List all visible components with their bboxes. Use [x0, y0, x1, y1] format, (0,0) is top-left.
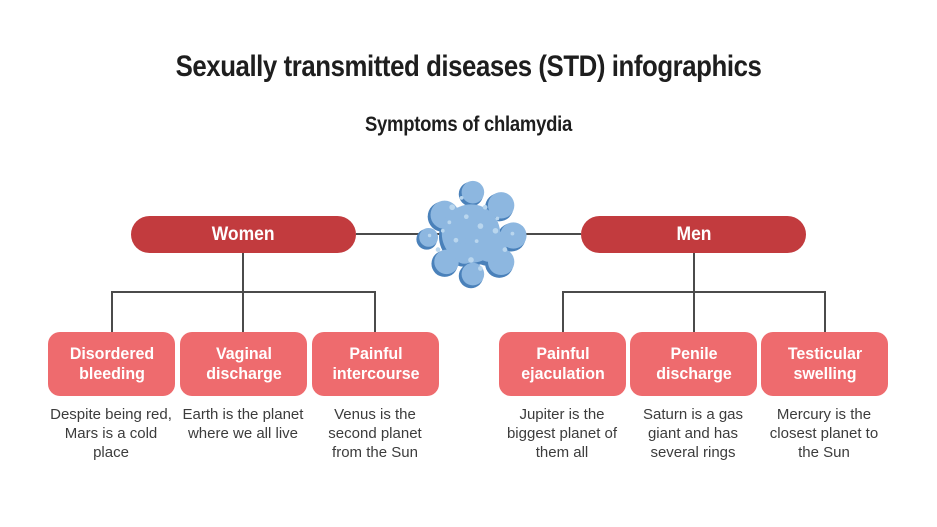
connector-men-drop-2 — [693, 291, 695, 333]
symptom-description: Despite being red, Mars is a cold place — [50, 406, 172, 462]
symptom-box-label: Vaginal discharge — [205, 343, 282, 383]
connector-men-stem — [693, 251, 695, 292]
connector-women-drop-2 — [242, 291, 244, 333]
symptom-box-testicular-swelling: Testicular swelling — [761, 332, 888, 396]
symptom-description: Saturn is a gas giant and has several ri… — [642, 406, 744, 462]
symptom-box-label: Penile discharge — [655, 343, 732, 383]
symptom-box-painful-intercourse: Painful intercourse — [312, 332, 439, 396]
symptom-box-disordered-bleeding: Disordered bleeding — [48, 332, 175, 396]
page-subtitle: Symptoms of chlamydia — [364, 113, 573, 136]
symptom-box-vaginal-discharge: Vaginal discharge — [180, 332, 307, 396]
group-pill-women: Women — [131, 216, 356, 253]
symptom-description: Jupiter is the biggest planet of them al… — [506, 406, 618, 462]
connector-men-drop-1 — [562, 291, 564, 333]
symptom-box-label: Testicular swelling — [787, 343, 862, 383]
symptom-description: Earth is the planet where we all live — [182, 406, 304, 443]
group-pill-men: Men — [581, 216, 806, 253]
symptom-box-label: Painful ejaculation — [520, 343, 605, 383]
connector-men-drop-3 — [824, 291, 826, 333]
connector-women-drop-1 — [111, 291, 113, 333]
symptom-description: Mercury is the closest planet to the Sun — [769, 406, 879, 462]
connector-women-stem — [242, 251, 244, 292]
group-pill-men-label: Men — [676, 223, 711, 245]
symptom-box-penile-discharge: Penile discharge — [630, 332, 757, 396]
symptom-box-label: Disordered bleeding — [69, 343, 154, 383]
connector-women-drop-3 — [374, 291, 376, 333]
symptom-description: Venus is the second planet from the Sun — [328, 406, 422, 462]
bacteria-icon — [412, 179, 530, 292]
symptom-box-painful-ejaculation: Painful ejaculation — [499, 332, 626, 396]
group-pill-women-label: Women — [212, 223, 275, 245]
symptom-box-label: Painful intercourse — [331, 343, 420, 383]
page-title: Sexually transmitted diseases (STD) info… — [175, 50, 762, 83]
